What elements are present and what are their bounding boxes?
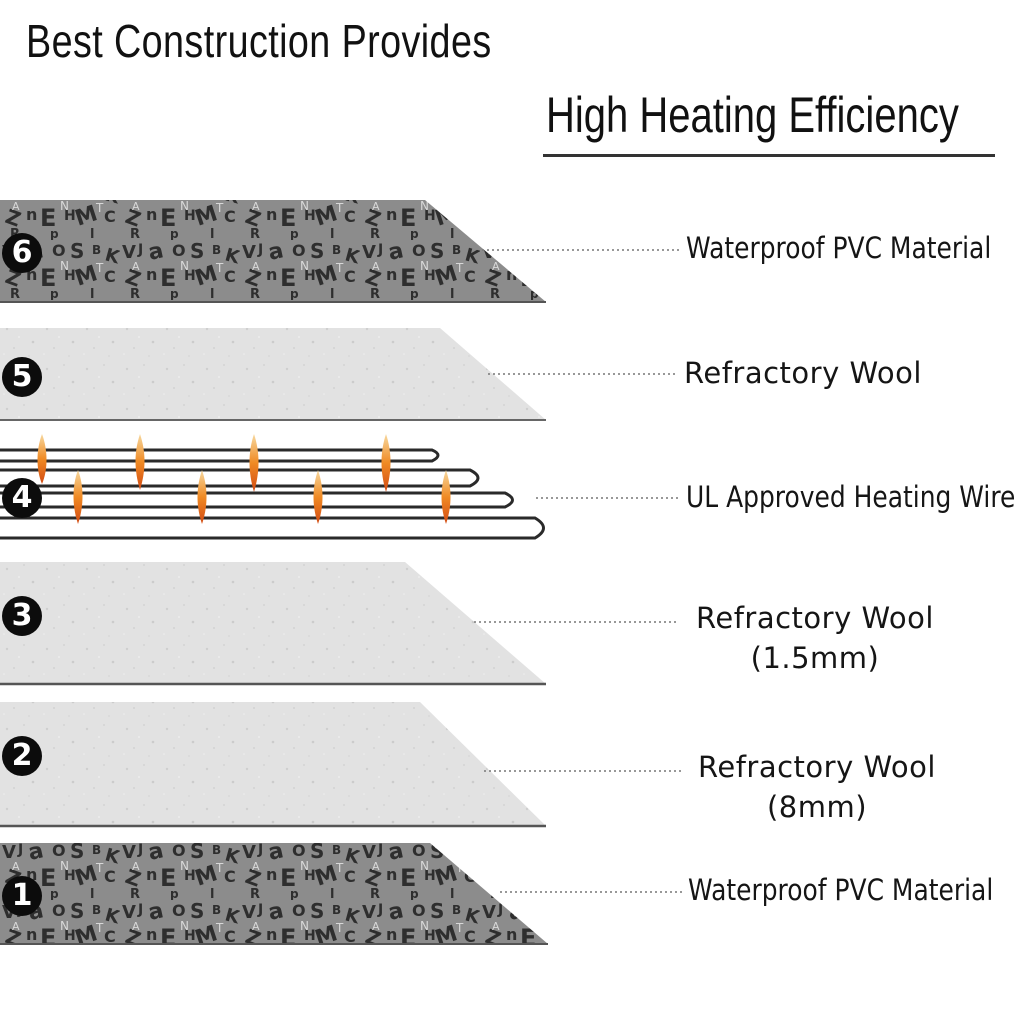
layer-2-label-detail: (8mm) — [766, 790, 868, 824]
layer-4-number-badge: 4 — [2, 478, 42, 518]
layer-3-label: Refractory Wool (1.5mm) — [686, 601, 944, 675]
layer-4-heating-wire — [0, 434, 545, 540]
flame-icon — [441, 470, 451, 524]
flame-icon — [73, 470, 83, 524]
layer-3-label-name: Refractory Wool — [696, 601, 934, 635]
layer-2-number-badge: 2 — [2, 736, 42, 776]
layer-6-number-badge: 6 — [2, 233, 42, 273]
layer-5-wool-sheet — [0, 328, 546, 421]
layer-3-number-badge: 3 — [2, 596, 42, 636]
layer-1-pvc-sheet — [0, 843, 548, 945]
layer-5-number-badge: 5 — [2, 357, 42, 397]
layer-4-label: UL Approved Heating Wire — [686, 480, 1016, 514]
flame-icon — [313, 470, 323, 524]
layer-6-label: Waterproof PVC Material — [686, 231, 992, 265]
layer-2-wool-sheet — [0, 702, 546, 828]
flame-icon — [197, 470, 207, 524]
flame-icon — [37, 434, 47, 484]
layer-1-label: Waterproof PVC Material — [688, 873, 994, 907]
layer-5-label-name: Refractory Wool — [684, 356, 922, 390]
flame-icon — [381, 434, 391, 492]
title-underline — [543, 154, 995, 157]
layer-6-pvc-sheet — [0, 200, 546, 303]
layer-3-label-detail: (1.5mm) — [750, 641, 880, 675]
title-line-1: Best Construction Provides — [26, 15, 492, 67]
flame-icon — [135, 434, 145, 490]
layer-5-label: Refractory Wool — [684, 356, 922, 390]
flame-icon — [249, 434, 259, 492]
layer-2-label-name: Refractory Wool — [698, 750, 936, 784]
layer-2-label: Refractory Wool (8mm) — [688, 750, 946, 824]
layer-3-wool-sheet — [0, 562, 546, 686]
layer-1-number-badge: 1 — [2, 876, 42, 916]
title-line-2: High Heating Efficiency — [546, 87, 959, 143]
